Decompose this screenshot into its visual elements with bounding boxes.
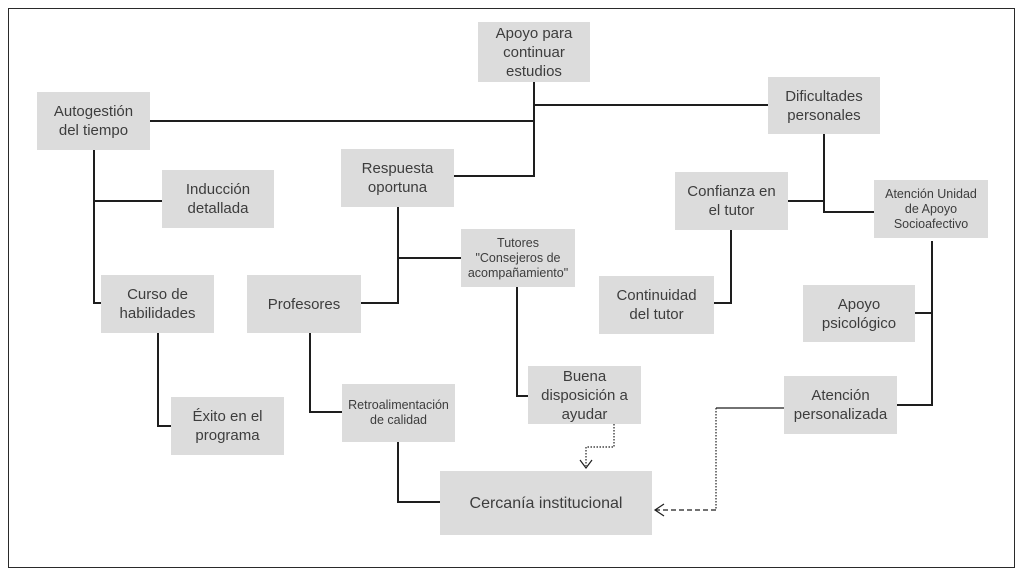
arrowhead-down — [579, 459, 593, 469]
node-atencion-personalizada: Atención personalizada — [784, 376, 897, 434]
connector-curso-exito — [157, 333, 172, 427]
node-confianza-tutor: Confianza en el tutor — [675, 172, 788, 230]
node-continuidad-tutor: Continuidad del tutor — [599, 276, 714, 334]
node-apoyo-psicologico: Apoyo psicológico — [803, 285, 915, 342]
node-buena-disposicion: Buena disposición a ayudar — [528, 366, 641, 424]
node-cercania-institucional: Cercanía institucional — [440, 471, 652, 535]
arrowhead-left — [653, 503, 665, 517]
node-curso-habilidades: Curso de habilidades — [101, 275, 214, 333]
connector-atencion-trunk — [896, 241, 933, 406]
node-respuesta-oportuna: Respuesta oportuna — [341, 149, 454, 207]
connector-tutores-buena — [516, 287, 530, 397]
connector-dificultades-trunk — [823, 134, 879, 213]
node-tutores-consejeros: Tutores "Consejeros de acompañamiento" — [461, 229, 575, 287]
node-exito-programa: Éxito en el programa — [171, 397, 284, 455]
connector-profesores-retro — [309, 332, 343, 413]
connector-respuesta-trunk — [361, 207, 399, 304]
node-atencion-unidad-apoyo: Atención Unidad de Apoyo Socioafectivo — [874, 180, 988, 238]
node-retroalimentacion-calidad: Retroalimentación de calidad — [342, 384, 455, 442]
connector-apoyo-trunk — [454, 82, 535, 177]
node-apoyo-continuar-estudios: Apoyo para continuar estudios — [478, 22, 590, 82]
node-profesores: Profesores — [247, 275, 361, 333]
node-dificultades-personales: Dificultades personales — [768, 77, 880, 134]
node-induccion-detallada: Inducción detallada — [162, 170, 274, 228]
connector-confianza-continuidad — [714, 230, 732, 304]
connector-retro-cercania — [397, 442, 441, 503]
dotted-connector-buena-cercania — [585, 424, 615, 466]
node-autogestion-tiempo: Autogestión del tiempo — [37, 92, 150, 150]
diagram-frame — [8, 8, 1015, 568]
